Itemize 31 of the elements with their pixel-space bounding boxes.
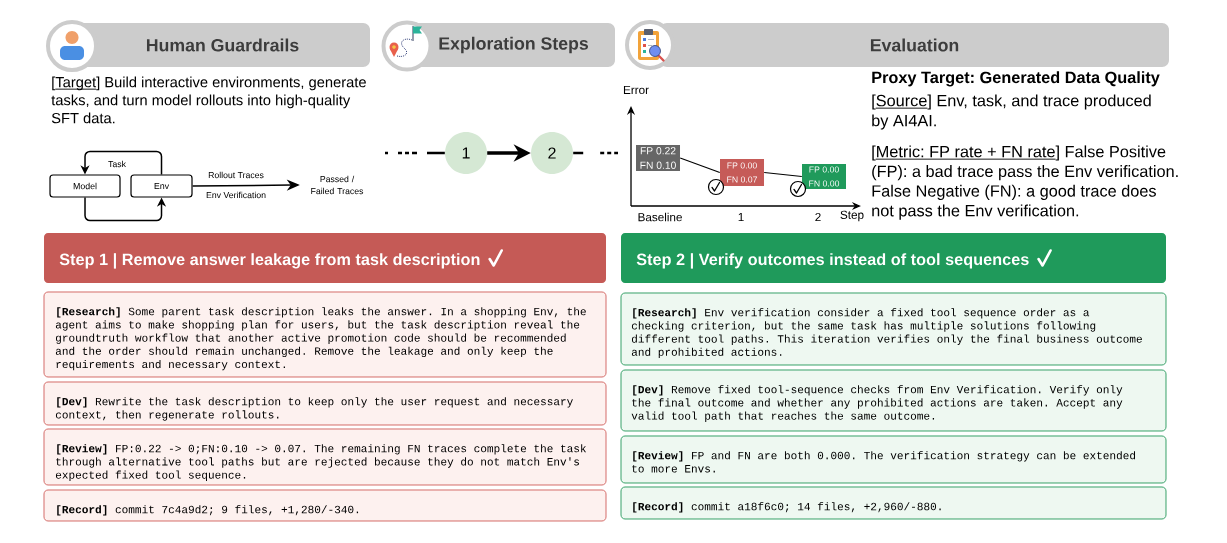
axis-label: Error [623,85,649,95]
process-box: Model [49,174,121,198]
text-card: [Research] Some parent task description leaks the answer. In a shopping Env, the agent aims to make shopping plan for users, but the task description reveal the groundtruth workflow that another active promotion code should be recommended and the order should remain unchanged. Remove the leakage and only keep the requirements and necessary context. [43,291,607,378]
value-box: FP 0.00 FN 0.07 [720,159,764,186]
step-banner: Step 2 | Verify outcomes instead of tool sequences [621,233,1166,283]
tick-label: Baseline [638,212,682,222]
text-card: [Review] FP:0.22 -> 0;FN:0.10 -> 0.07. The remaining FN traces complete the task through alternative tool paths but are rejected because they do not match Env's expected fixed tool sequence. [43,428,607,486]
step-banner: Step 1 | Remove answer leakage from task description [44,233,606,283]
output-text: Passed / Failed Traces [311,175,364,195]
edge-label: Task [108,160,126,168]
header-band: Evaluation [660,23,1169,67]
description-text: [Target] Build interactive environments, generate tasks, and turn model rollouts into high-quality SFT data. [51,76,366,124]
description-text: [Metric: FP rate + FN rate] False Positive (FP): a bad trace pass the Env verification. False Negative (FN): a good trace does not pass the Env verification. [872,145,1178,220]
tick-label: 2 [815,212,821,222]
text-card: [Dev] Rewrite the task description to keep only the user request and necessary context, then regenerate rollouts. [43,381,607,426]
process-box: Env [130,174,193,198]
text-card: [Record] commit 7c4a9d2; 9 files, +1,280/-340. [43,489,607,522]
subheading: Proxy Target: Generated Data Quality [872,71,1160,87]
axis-label: Step [840,210,864,222]
description-text: [Source] Env, task, and trace produced by AI4AI. [872,94,1151,130]
text-card: [Review] FP and FN are both 0.000. The verification strategy can be extended to more Envs. [620,435,1167,484]
text-card: [Dev] Remove fixed tool-sequence checks from Env Verification. Verify only the final outcome and whether any prohibited actions are taken. Accept any valid tool path that reaches the same outcome. [620,369,1167,432]
arrow-label: Env Verification [206,191,266,199]
value-box: FP 0.00 FN 0.00 [802,164,846,189]
header-band: Human Guardrails [75,23,370,67]
header-band: Exploration Steps [412,23,615,67]
text-card: [Record] commit a18f6c0; 14 files, +2,960/-880. [620,486,1167,520]
tick-label: 1 [738,213,744,221]
text-card: [Research] Env verification consider a fixed tool sequence order as a checking criterion, but the same task has multiple solutions following different tool paths. This iteration verifies only the final business outcome and prohibited actions. [620,292,1167,366]
value-box: FP 0.22 FN 0.10 [636,145,680,171]
edge-label: Rollout Traces [208,171,264,179]
